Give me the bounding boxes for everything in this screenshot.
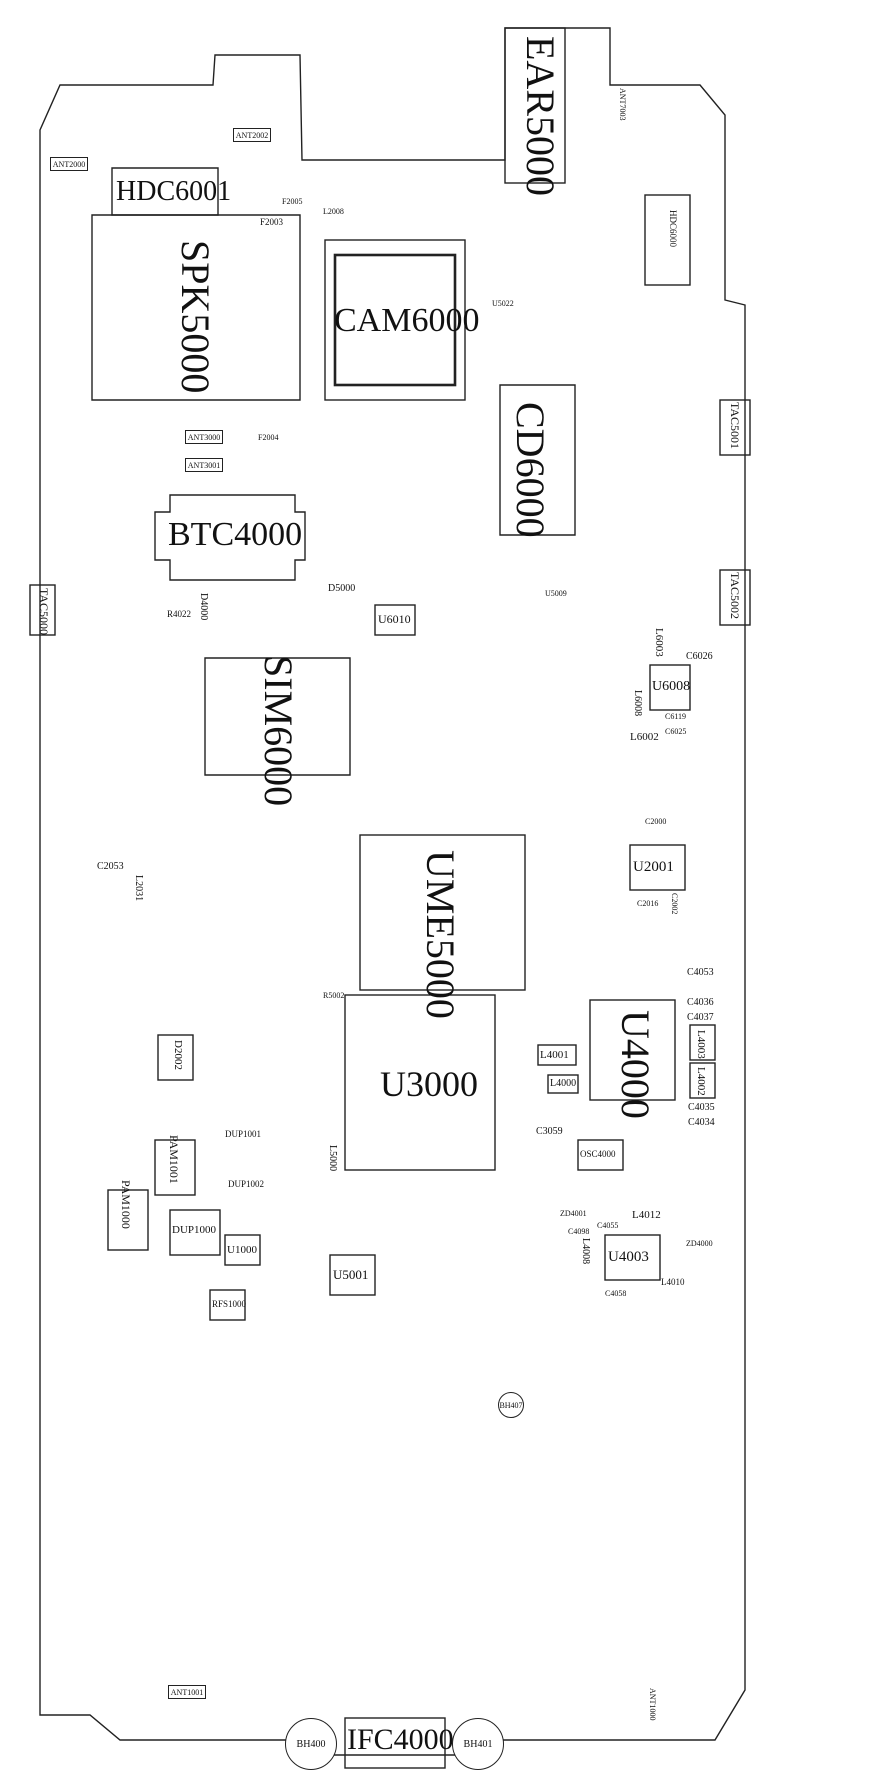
dup1000-label: DUP1000 bbox=[172, 1224, 217, 1236]
c6025-label: C6025 bbox=[665, 727, 687, 736]
btc4000-label: BTC4000 bbox=[168, 516, 303, 553]
pam1001-label: PAM1001 bbox=[167, 1135, 181, 1184]
bh401-hole: BH401 bbox=[452, 1718, 504, 1770]
f2005-label: F2005 bbox=[282, 197, 303, 206]
rfs1000-label: RFS1000 bbox=[212, 1299, 247, 1309]
dup1001-label: DUP1001 bbox=[225, 1129, 262, 1139]
r4022-label: R4022 bbox=[167, 609, 192, 619]
u2001-label: U2001 bbox=[633, 859, 674, 875]
l4010-label: L4010 bbox=[661, 1277, 685, 1287]
ant7003-label: ANT7003 bbox=[618, 88, 627, 121]
r5002-label: R5002 bbox=[323, 991, 345, 1000]
l5000-label: L5000 bbox=[327, 1145, 338, 1172]
zd4000-label: ZD4000 bbox=[686, 1239, 713, 1248]
ant3000-part: ANT3000 bbox=[185, 430, 223, 444]
l4012-label: L4012 bbox=[632, 1209, 661, 1221]
ant1001-part: ANT1001 bbox=[168, 1685, 206, 1699]
c4098-label: C4098 bbox=[568, 1227, 590, 1236]
ifc4000-label: IFC4000 bbox=[347, 1723, 454, 1756]
cd6000-label: CD6000 bbox=[508, 402, 553, 538]
sim6000-label: SIM6000 bbox=[256, 655, 301, 807]
hdc6000-label: HDC6000 bbox=[668, 210, 678, 248]
ant1000-label: ANT1000 bbox=[648, 1688, 657, 1721]
u6008-label: U6008 bbox=[652, 679, 691, 694]
l2031-label: L2031 bbox=[133, 875, 144, 902]
hdc6001-label: HDC6001 bbox=[116, 176, 232, 207]
bh400-hole: BH400 bbox=[285, 1718, 337, 1770]
tac5002-label: TAC5002 bbox=[728, 572, 742, 620]
tac5001-label: TAC5001 bbox=[728, 402, 742, 450]
u3000-label: U3000 bbox=[380, 1064, 478, 1104]
c4037-label: C4037 bbox=[687, 1012, 714, 1023]
l4008-label: L4008 bbox=[580, 1238, 591, 1265]
l6003-label: L6003 bbox=[653, 628, 665, 657]
d4000-label: D4000 bbox=[198, 593, 209, 621]
d2002-label: D2002 bbox=[172, 1040, 184, 1070]
c6119-label: C6119 bbox=[665, 712, 687, 721]
l6008-label: L6008 bbox=[632, 690, 643, 717]
pam1000-label: PAM1000 bbox=[119, 1180, 133, 1229]
u4003-label: U4003 bbox=[608, 1249, 649, 1265]
d5000-label: D5000 bbox=[328, 583, 356, 594]
tac5000-label: TAC5000 bbox=[37, 588, 51, 636]
c2053-label: C2053 bbox=[97, 861, 124, 872]
ume5000-label: UME5000 bbox=[418, 850, 463, 1019]
c2000-label: C2000 bbox=[645, 817, 667, 826]
c4034-label: C4034 bbox=[688, 1117, 715, 1128]
u5022-label: U5022 bbox=[492, 299, 514, 308]
u5009-label: U5009 bbox=[545, 589, 567, 598]
l2008-label: L2008 bbox=[323, 207, 344, 216]
l4000-label: L4000 bbox=[550, 1078, 577, 1089]
c2016-label: C2016 bbox=[637, 899, 659, 908]
c2002-label: C2002 bbox=[670, 893, 679, 915]
ant2002-part: ANT2002 bbox=[233, 128, 271, 142]
c4053-label: C4053 bbox=[687, 967, 714, 978]
c4036-label: C4036 bbox=[687, 997, 714, 1008]
u4000-label: U4000 bbox=[613, 1010, 658, 1119]
l4002-label: L4002 bbox=[695, 1067, 707, 1096]
bh407-hole: BH407 bbox=[498, 1392, 524, 1418]
l6002-label: L6002 bbox=[630, 731, 659, 743]
l4001-label: L4001 bbox=[540, 1049, 569, 1061]
spk5000-label: SPK5000 bbox=[173, 240, 218, 394]
zd4001-label: ZD4001 bbox=[560, 1209, 587, 1218]
c3059-label: C3059 bbox=[536, 1126, 563, 1137]
cam6000-label: CAM6000 bbox=[334, 302, 480, 339]
ant2000-part: ANT2000 bbox=[50, 157, 88, 171]
ant3001-part: ANT3001 bbox=[185, 458, 223, 472]
ear5000-label: EAR5000 bbox=[518, 36, 563, 196]
u6010-label: U6010 bbox=[378, 612, 411, 626]
f2004-label: F2004 bbox=[258, 433, 279, 442]
c4058-label: C4058 bbox=[605, 1289, 627, 1298]
u1000-label: U1000 bbox=[227, 1244, 257, 1256]
osc4000-label: OSC4000 bbox=[580, 1149, 616, 1159]
c4055-label: C4055 bbox=[597, 1221, 619, 1230]
f2003-label: F2003 bbox=[260, 217, 284, 227]
dup1002-label: DUP1002 bbox=[228, 1179, 265, 1189]
c4035-label: C4035 bbox=[688, 1102, 715, 1113]
l4003-label: L4003 bbox=[695, 1030, 707, 1059]
u5001-label: U5001 bbox=[333, 1267, 369, 1282]
c6026-label: C6026 bbox=[686, 651, 713, 662]
